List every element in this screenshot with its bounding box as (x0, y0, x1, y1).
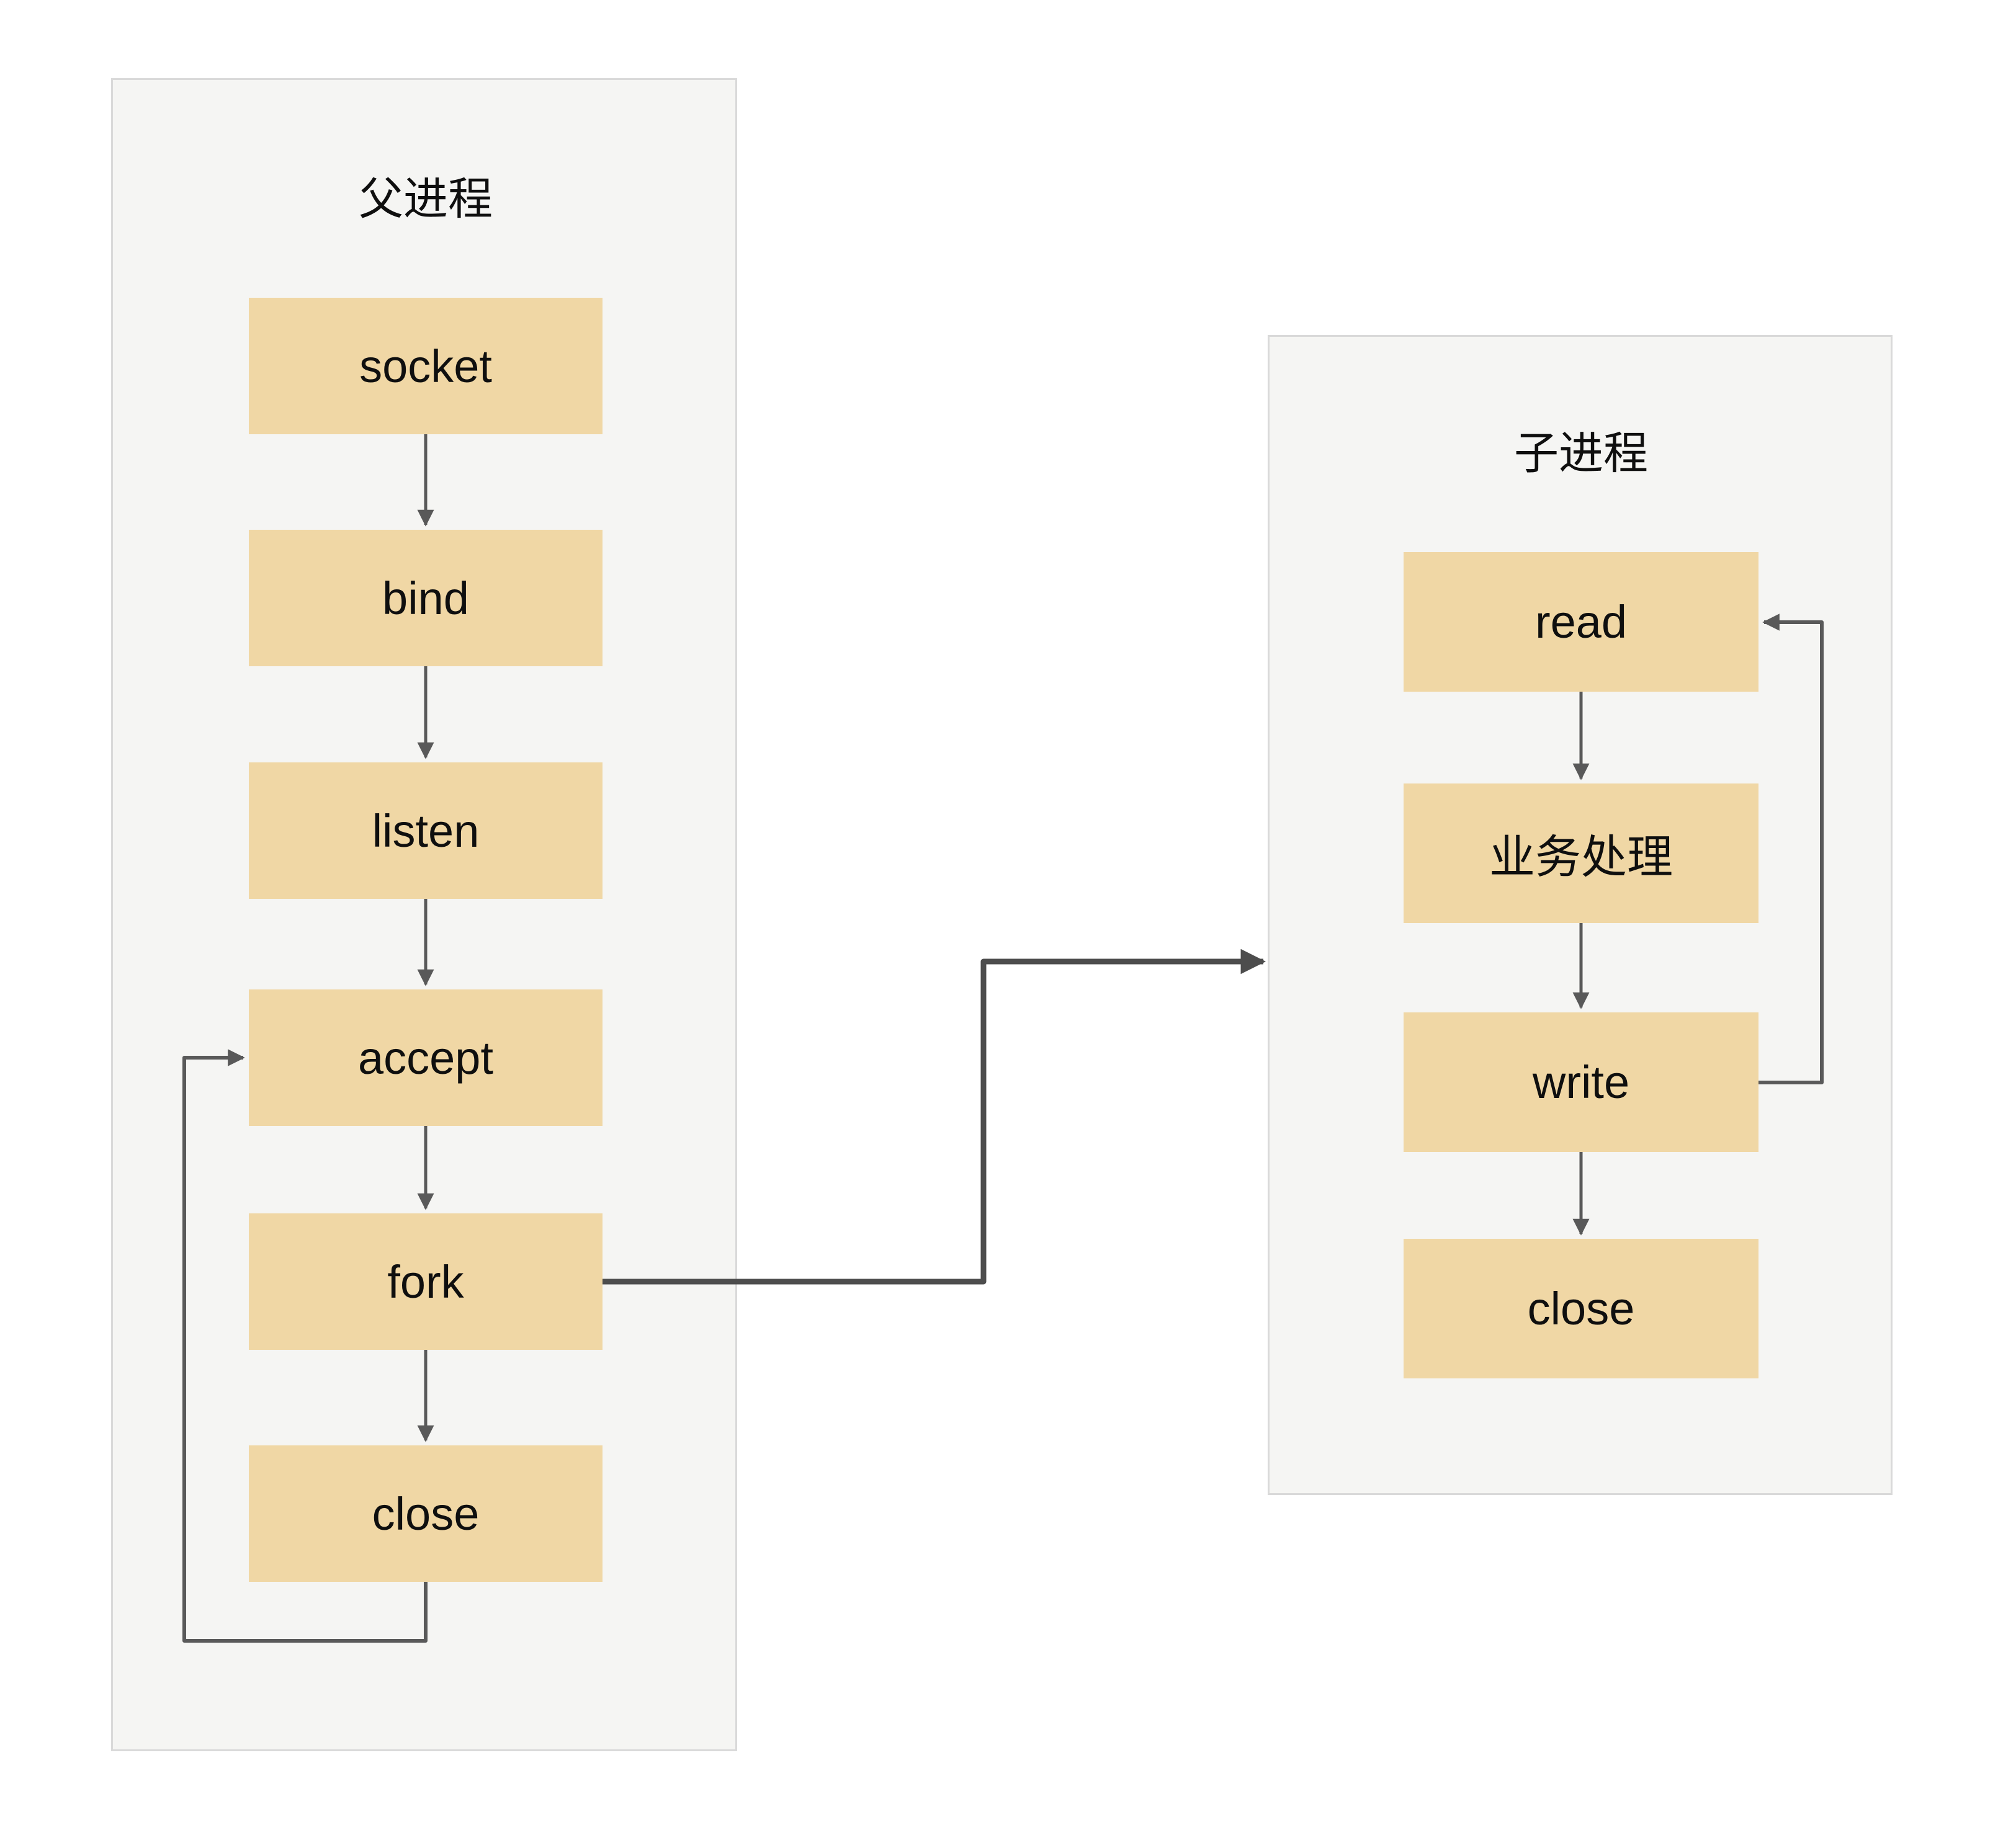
node-bind: bind (249, 530, 603, 666)
node-business-processing: 业务处理 (1404, 783, 1758, 923)
node-child-close: close (1404, 1239, 1758, 1378)
node-business-processing-label: 业务处理 (1489, 831, 1673, 883)
node-accept: accept (249, 989, 603, 1126)
node-write: write (1404, 1012, 1758, 1152)
node-bind-label: bind (382, 572, 469, 624)
parent-process-title: 父进程 (358, 174, 493, 225)
node-listen: listen (249, 762, 603, 899)
node-listen-label: listen (372, 805, 480, 857)
node-socket: socket (249, 298, 603, 434)
node-fork-label: fork (387, 1256, 464, 1308)
node-fork: fork (249, 1213, 603, 1350)
node-read: read (1404, 552, 1758, 692)
node-write-label: write (1532, 1056, 1630, 1108)
node-accept-label: accept (357, 1032, 494, 1084)
node-read-label: read (1534, 596, 1628, 648)
node-parent-close: close (249, 1445, 603, 1582)
node-child-close-label: close (1527, 1283, 1635, 1334)
node-parent-close-label: close (372, 1488, 480, 1540)
child-process-title: 子进程 (1513, 429, 1649, 479)
node-socket-label: socket (359, 340, 492, 392)
